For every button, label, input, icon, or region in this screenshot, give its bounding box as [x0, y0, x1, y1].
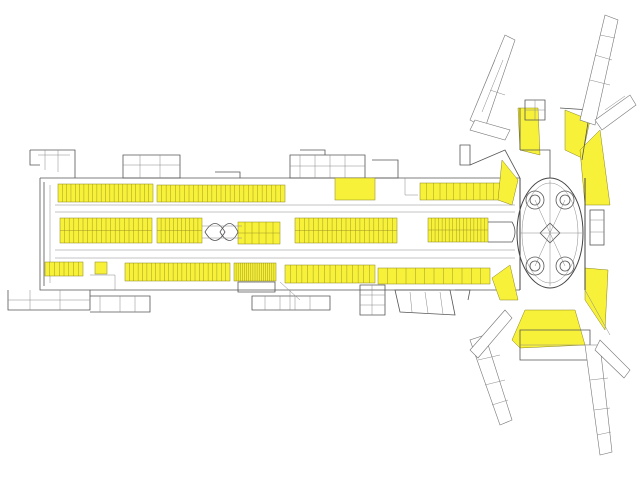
shop-plaza-se: [584, 267, 609, 331]
shop-plaza-north: [517, 107, 541, 156]
corridor-lines: [55, 178, 515, 310]
shop-row-north-right: [334, 177, 376, 201]
diagonal-wings: [469, 14, 637, 456]
east-plaza: [516, 99, 605, 361]
shop-plaza-south: [511, 309, 586, 349]
building-outline: [7, 144, 521, 316]
shop-plaza-sw: [491, 264, 519, 301]
shop-plaza-ne: [579, 129, 611, 206]
shop-plaza-nw: [497, 159, 519, 206]
shop-west-small: [94, 261, 108, 275]
unit-dividers: [49, 183, 494, 284]
center-island-features: [202, 221, 516, 243]
